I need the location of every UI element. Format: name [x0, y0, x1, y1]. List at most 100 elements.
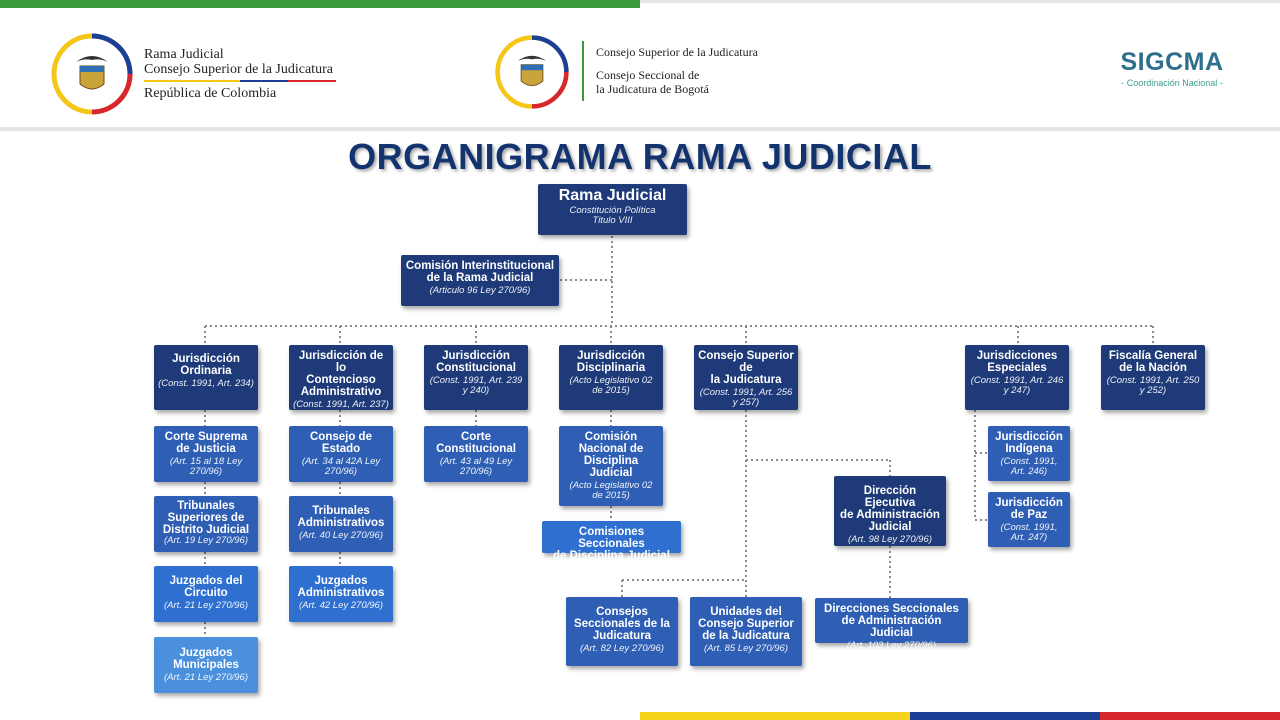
node-comision-disc-t3: Disciplina: [583, 455, 639, 468]
node-fiscalia-t2: de la Nación: [1119, 362, 1187, 375]
node-direcciones-secc-t2: de Administración Judicial: [841, 615, 942, 640]
header-left-rule: [144, 80, 336, 82]
node-juzgados-municipales-t1: Juzgados: [179, 647, 233, 659]
node-tribunales-sup-t2: Superiores de: [167, 512, 245, 525]
node-direccion-ejec-t2: de Administración: [840, 509, 940, 522]
node-tribunales-adm-s: (Art. 40 Ley 270/96): [299, 530, 383, 542]
node-especiales-t2: Especiales: [987, 362, 1047, 375]
bottom-blue-bar: [910, 712, 1100, 720]
node-constitucional-t2: Constitucional: [436, 362, 516, 375]
node-ordinaria-t2: Ordinaria: [180, 365, 232, 378]
node-direccion-ejec-t3: Judicial: [868, 521, 912, 534]
node-tribunales-superiores: Tribunales Superiores de Distrito Judici…: [154, 496, 258, 552]
node-juzgados-circuito-s: (Art. 21 Ley 270/96): [164, 600, 248, 612]
node-juzgados-municipales-s: (Art. 21 Ley 270/96): [164, 672, 248, 684]
node-comision-s: (Articulo 96 Ley 270/96): [429, 285, 531, 297]
node-comisiones-secc-t1: Comisiones Seccionales: [578, 526, 645, 551]
node-fiscalia-s: (Const. 1991, Art. 250 y 252): [1106, 375, 1200, 397]
node-consejos-seccionales: Consejos Seccionales de la Judicatura (A…: [566, 597, 678, 666]
node-paz-s: (Const. 1991, Art. 247): [1000, 522, 1058, 544]
node-tribunales-adm-t1: Tribunales: [312, 505, 370, 517]
header-center-line3: la Judicatura de Bogotá: [596, 82, 709, 96]
node-direcciones-secc-t1: Direcciones Seccionales: [824, 603, 959, 615]
node-jurisdiccion-disciplinaria: Jurisdicción Disciplinaria (Acto Legisla…: [559, 345, 663, 410]
node-comisiones-seccionales: Comisiones Seccionales de Disciplina Jud…: [542, 521, 681, 562]
node-tribunales-sup-s: (Art. 19 Ley 270/96): [164, 535, 248, 547]
header-center-line2: Consejo Seccional de: [596, 68, 700, 82]
header-center-line1: Consejo Superior de la Judicatura: [596, 45, 758, 59]
node-direccion-ejec-s: (Art. 98 Ley 270/96): [848, 534, 932, 546]
node-contencioso-t2: Contencioso: [306, 374, 376, 387]
node-consejos-secc-t2: Seccionales de la: [574, 618, 670, 631]
node-indigena-t1: Jurisdicción: [995, 431, 1063, 443]
node-juzgados-municipales-t2: Municipales: [173, 659, 239, 672]
node-especiales-s: (Const. 1991, Art. 246 y 247): [970, 375, 1064, 397]
header-separator: [0, 127, 1280, 131]
node-comision-t2: de la Rama Judicial: [426, 272, 534, 285]
node-indigena-s: (Const. 1991, Art. 246): [1000, 456, 1058, 478]
node-disciplinaria-s: (Acto Legislativo 02 de 2015): [569, 375, 653, 397]
node-tribunales-administrativos: Tribunales Administrativos (Art. 40 Ley …: [289, 496, 393, 552]
node-comision-disc-s: (Acto Legislativo 02 de 2015): [569, 480, 653, 502]
node-corte-suprema-t2: de Justicia: [176, 443, 236, 456]
node-fiscalia-t1: Fiscalía General: [1108, 350, 1198, 362]
node-unidades-t3: de la Judicatura: [702, 630, 790, 643]
node-rama-title: Rama Judicial: [558, 187, 667, 204]
node-juzgados-circuito-t2: Circuito: [184, 587, 228, 600]
node-comision-interinstitucional: Comisión Interinstitucional de la Rama J…: [401, 255, 559, 306]
bottom-yellow-bar: [640, 712, 910, 720]
sigcma-logo: SIGCMA: [1120, 48, 1224, 76]
top-green-bar: [0, 0, 640, 8]
node-jurisdiccion-paz: Jurisdicción de Paz (Const. 1991, Art. 2…: [988, 492, 1070, 547]
page-title: ORGANIGRAMA RAMA JUDICIAL: [348, 136, 932, 177]
node-comision-t1: Comisión Interinstitucional: [405, 260, 555, 272]
node-corte-const-t1: Corte: [460, 431, 492, 443]
node-juzgados-adm-t1: Juzgados: [314, 575, 368, 587]
node-juzgados-administrativos: Juzgados Administrativos (Art. 42 Ley 27…: [289, 566, 393, 622]
colombia-seal-logo-left: [51, 33, 133, 115]
node-juzgados-circuito-t1: Juzgados del: [169, 575, 243, 587]
node-jurisdiccion-constitucional: Jurisdicción Constitucional (Const. 1991…: [424, 345, 528, 410]
node-tribunales-adm-t2: Administrativos: [297, 517, 385, 530]
node-comision-disc-t1: Comisión: [584, 431, 638, 443]
top-gray-bar: [640, 0, 1280, 3]
header-left-line1: Rama Judicial: [144, 47, 224, 62]
node-tribunales-sup-t1: Tribunales: [177, 500, 235, 512]
node-juzgados-circuito: Juzgados del Circuito (Art. 21 Ley 270/9…: [154, 566, 258, 622]
node-corte-const-t2: Constitucional: [436, 443, 516, 456]
node-direcciones-secc-s: (Art. 103 Ley 270/96): [846, 640, 937, 652]
node-jurisdiccion-ordinaria: Jurisdicción Ordinaria (Const. 1991, Art…: [154, 345, 258, 410]
node-juzgados-adm-t2: Administrativos: [297, 587, 385, 600]
node-direccion-ejecutiva: Dirección Ejecutiva de Administración Ju…: [834, 476, 946, 546]
node-constitucional-s: (Const. 1991, Art. 239 y 240): [429, 375, 523, 397]
node-jurisdicciones-especiales: Jurisdicciones Especiales (Const. 1991, …: [965, 345, 1069, 410]
node-unidades-t2: Consejo Superior: [698, 618, 794, 631]
node-contencioso-t1: Jurisdicción de lo: [298, 350, 384, 375]
header-left-line3: República de Colombia: [144, 86, 277, 101]
node-corte-suprema-t1: Corte Suprema: [164, 431, 248, 443]
sigcma-sub: - Coordinación Nacional -: [1121, 78, 1223, 88]
node-fiscalia-general: Fiscalía General de la Nación (Const. 19…: [1101, 345, 1205, 410]
node-paz-t1: Jurisdicción: [995, 497, 1063, 509]
node-rama-sub1: Constitución Política: [569, 204, 656, 216]
node-corte-suprema: Corte Suprema de Justicia (Art. 15 al 18…: [154, 426, 258, 482]
node-tribunales-sup-t3: Distrito Judicial: [162, 524, 250, 537]
colombia-seal-logo-center: [495, 35, 569, 109]
node-consejo-estado: Consejo de Estado (Art. 34 al 42A Ley 27…: [289, 426, 393, 482]
node-corte-constitucional: Corte Constitucional (Art. 43 al 49 Ley …: [424, 426, 528, 482]
node-unidades-t1: Unidades del: [710, 606, 782, 618]
node-comision-disc-t4: Judicial: [589, 467, 633, 480]
bottom-red-bar: [1100, 712, 1280, 720]
header-center-divider: [582, 41, 584, 101]
node-direccion-ejec-t1: Dirección Ejecutiva: [863, 485, 917, 510]
node-csj-t2: la Judicatura: [710, 374, 782, 387]
node-comisiones-secc-t2: de Disciplina Judicial: [553, 550, 670, 563]
node-ordinaria-s: (Const. 1991, Art. 234): [158, 378, 254, 390]
node-unidades-consejo: Unidades del Consejo Superior de la Judi…: [690, 597, 802, 666]
node-unidades-s: (Art. 85 Ley 270/96): [704, 643, 788, 655]
node-consejos-secc-t1: Consejos: [596, 606, 648, 618]
header-left-line2: Consejo Superior de la Judicatura: [144, 62, 333, 77]
node-consejo-estado-t2: Estado: [321, 443, 361, 456]
node-paz-t2: de Paz: [1010, 509, 1048, 522]
